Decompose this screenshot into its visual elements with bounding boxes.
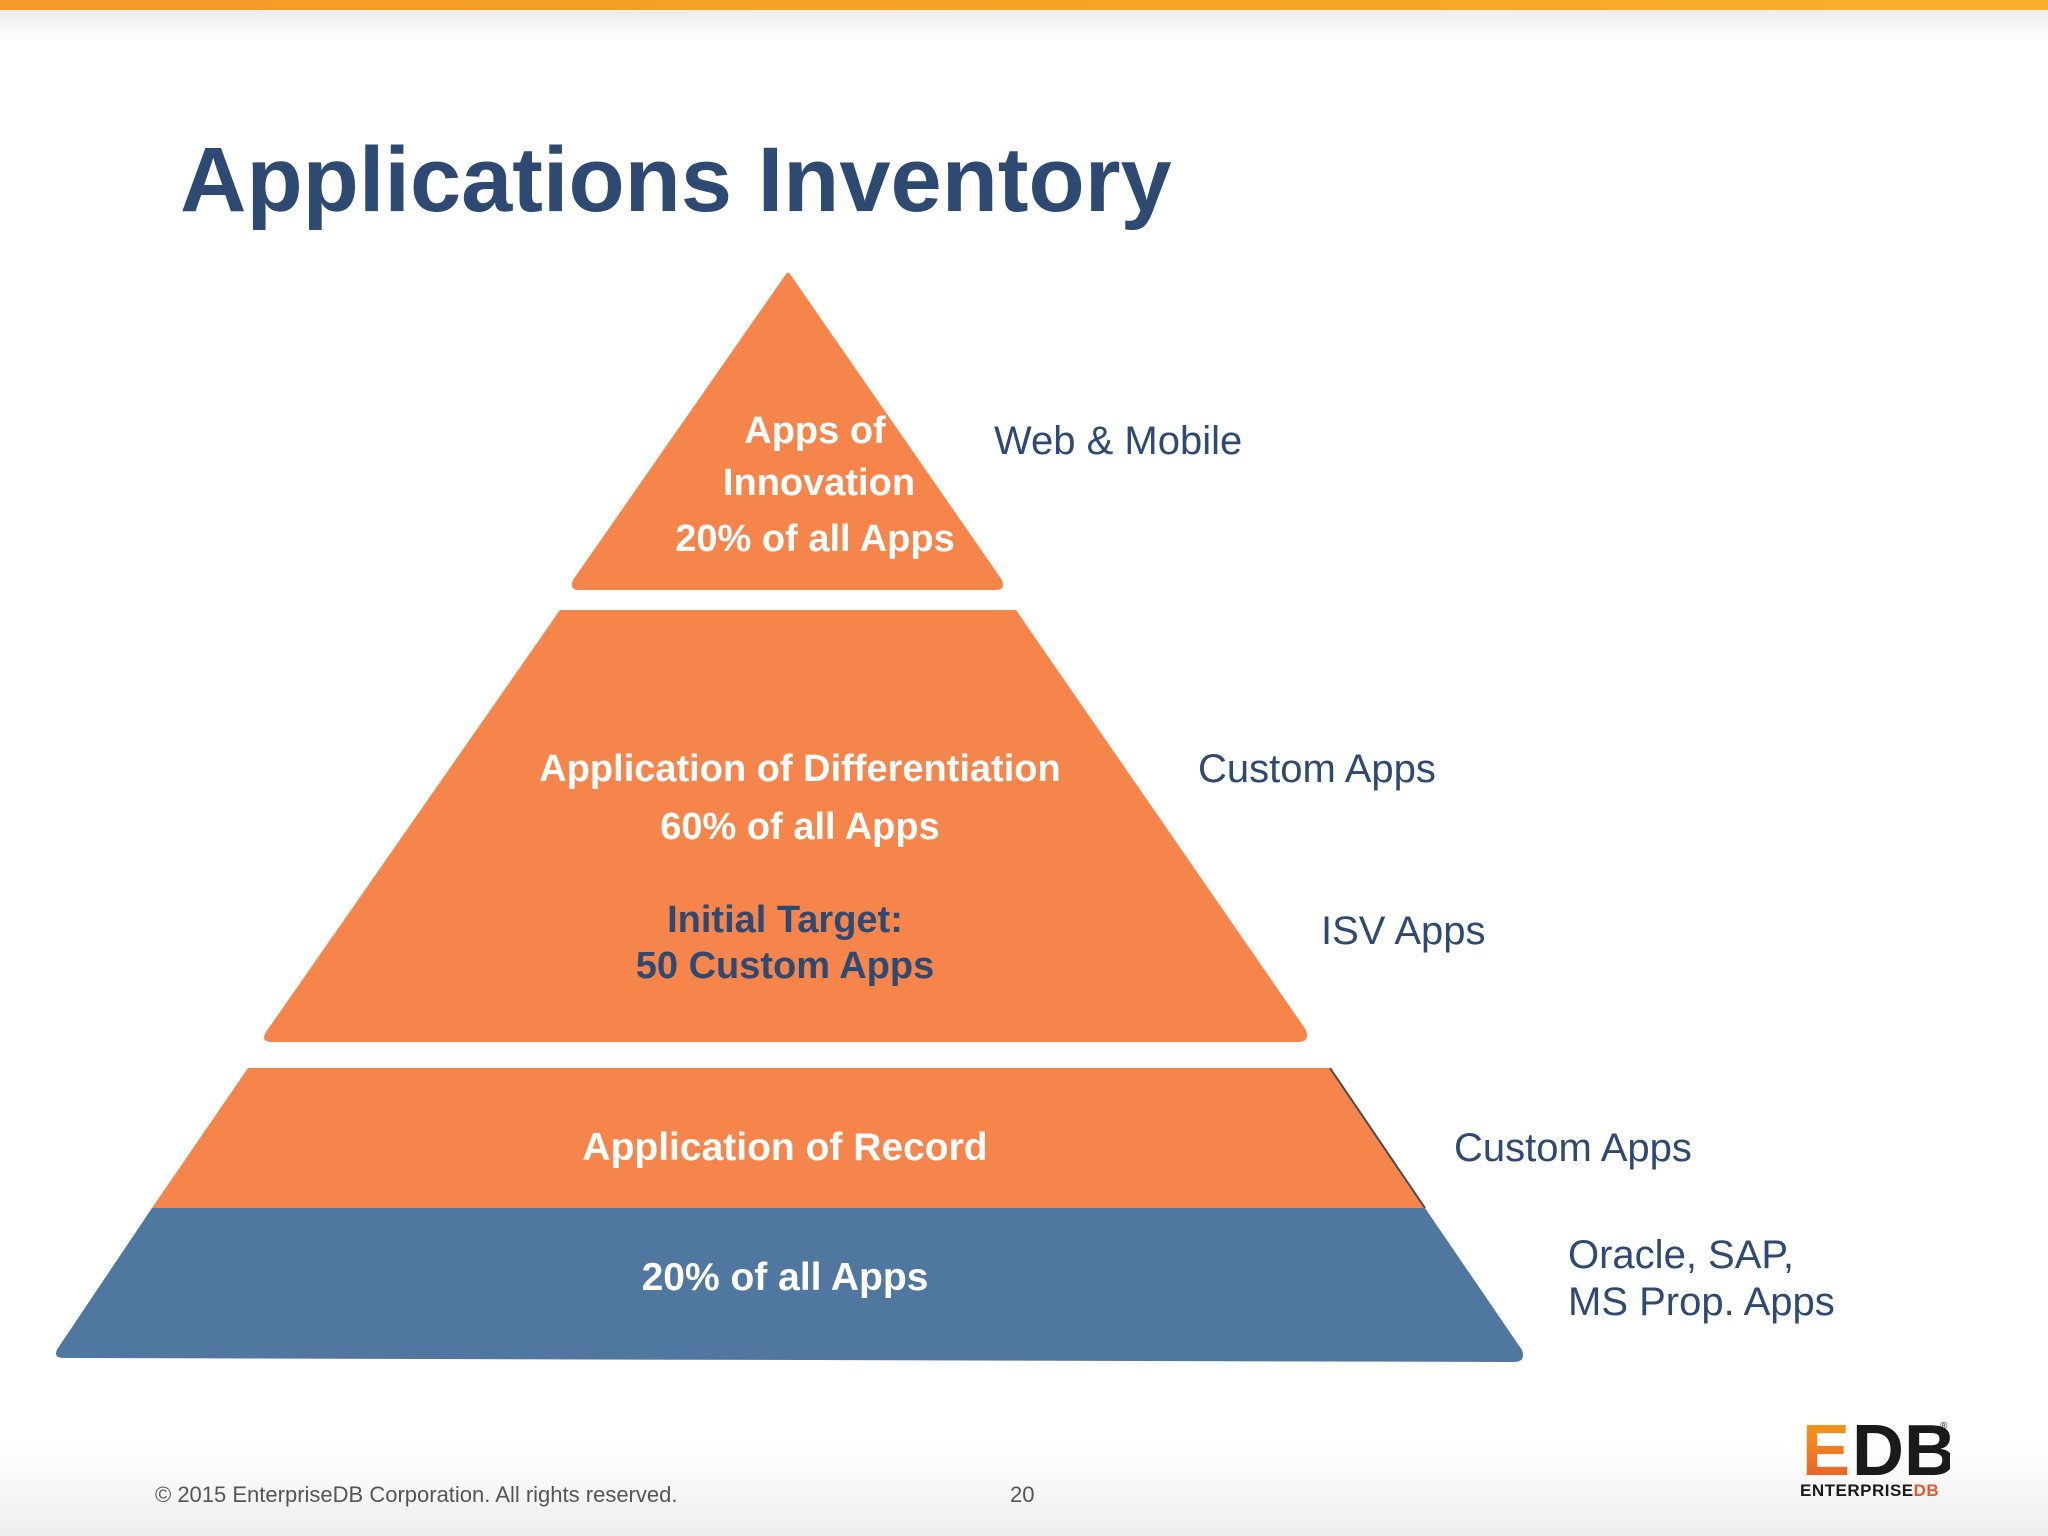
pyramid-tier-record-orange <box>152 1068 1425 1208</box>
pyramid-tier-record-edge <box>1329 1067 1426 1209</box>
pyramid-tier-middle <box>264 610 1307 1042</box>
slide-title: Applications Inventory <box>180 129 1172 231</box>
tier-top-line2: Innovation <box>722 462 916 504</box>
logo-word-main: ENTERPRISE <box>1800 1481 1914 1500</box>
tier-top-line1: Apps of <box>744 410 886 452</box>
side-label-oracle-line2: MS Prop. Apps <box>1568 1280 1835 1324</box>
side-label-custom-apps-2: Custom Apps <box>1454 1126 1692 1170</box>
footer-page-number: 20 <box>1010 1482 1035 1507</box>
tier-middle-text: Application of Differentiation 60% of al… <box>500 740 1100 856</box>
logo-registered-mark: ® <box>1940 1421 1948 1432</box>
tier-record-label: Application of Record <box>582 1126 988 1169</box>
footer-copyright: © 2015 EnterpriseDB Corporation. All rig… <box>155 1482 678 1507</box>
pyramid-tier-top <box>571 272 1004 590</box>
side-label-isv-apps: ISV Apps <box>1321 909 1486 953</box>
tier-top-line3: 20% of all Apps <box>675 518 955 560</box>
top-shadow <box>0 10 2048 40</box>
side-label-web-mobile: Web & Mobile <box>994 419 1243 463</box>
tier-middle-line1: Application of Differentiation <box>539 748 1061 790</box>
side-label-oracle-line1: Oracle, SAP, <box>1568 1233 1795 1277</box>
tier-record-percent: 20% of all Apps <box>641 1256 929 1299</box>
logo-word-accent: DB <box>1913 1481 1940 1500</box>
side-label-custom-apps-1: Custom Apps <box>1198 747 1436 791</box>
tier-middle-target: Initial Target: 50 Custom Apps <box>560 897 1010 989</box>
side-label-oracle-sap: Oracle, SAP, MS Prop. Apps <box>1568 1232 1835 1326</box>
tier-top-text: Apps of Innovation 20% of all Apps <box>640 405 990 565</box>
logo-letter-e: E <box>1802 1415 1850 1480</box>
top-accent-bar <box>0 0 2048 10</box>
logo-letters-db: DB <box>1852 1415 1950 1480</box>
tier-middle-target-line1: Initial Target: <box>667 899 903 941</box>
pyramid-tier-record-blue <box>56 1208 1523 1362</box>
tier-middle-line2: 60% of all Apps <box>660 806 940 848</box>
edb-logo-mark: E DB ® <box>1802 1415 1950 1480</box>
edb-logo: E DB ® ENTERPRISEDB <box>1800 1415 1950 1505</box>
edb-logo-wordmark: ENTERPRISEDB <box>1800 1481 1950 1501</box>
tier-middle-target-line2: 50 Custom Apps <box>635 945 935 987</box>
